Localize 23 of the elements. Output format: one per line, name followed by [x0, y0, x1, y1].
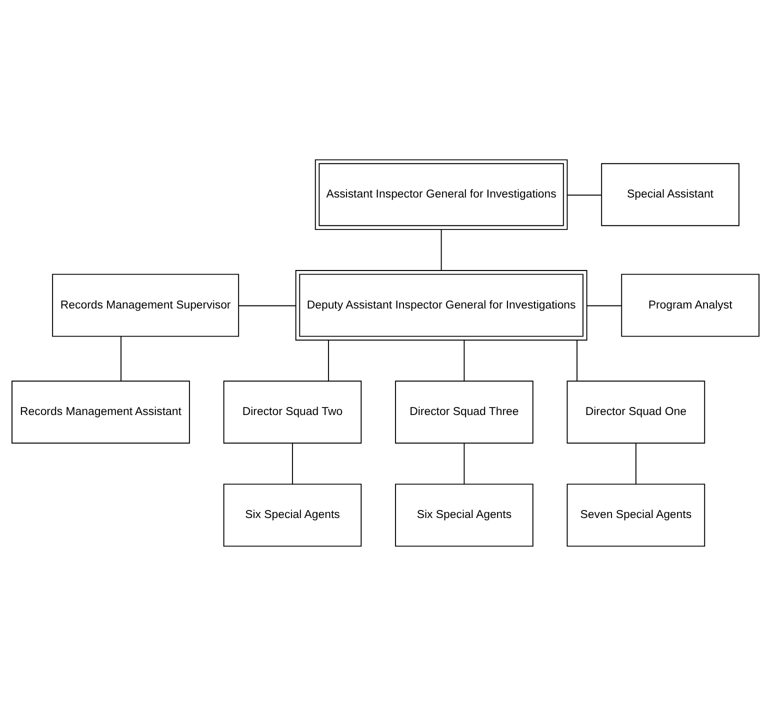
connector — [586, 304, 622, 306]
node-box: Director Squad Three — [395, 380, 534, 444]
node-box: Six Special Agents — [223, 483, 362, 546]
connector — [464, 442, 465, 484]
node-box: Records Management Supervisor — [52, 273, 240, 336]
node-box: Seven Special Agents — [566, 483, 706, 546]
node-box: Special Assistant — [601, 162, 740, 226]
connector — [635, 442, 636, 484]
connector — [576, 339, 578, 382]
connector — [440, 228, 442, 270]
connector — [292, 442, 293, 484]
node-box: Director Squad One — [566, 380, 706, 444]
connector — [567, 194, 602, 196]
connector — [120, 336, 122, 382]
node-box: Assistant Inspector General for Investigations — [314, 158, 568, 230]
node-box: Six Special Agents — [395, 483, 534, 546]
node-box: Deputy Assistant Inspector General for Investigations — [295, 270, 588, 340]
node-box: Director Squad Two — [223, 380, 362, 444]
connector — [464, 339, 465, 382]
node-box: Program Analyst — [621, 273, 760, 336]
node-box: Records Management Assistant — [12, 380, 190, 444]
connector — [238, 304, 296, 306]
connector — [328, 339, 329, 382]
